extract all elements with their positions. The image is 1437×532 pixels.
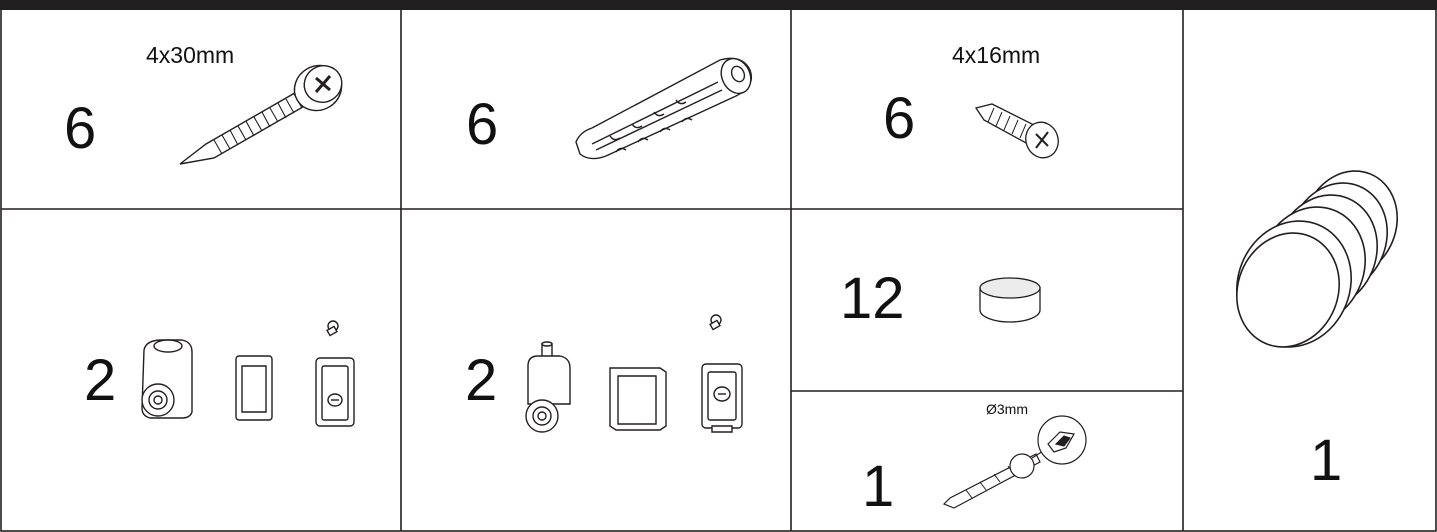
- part-quantity: 2: [84, 352, 116, 410]
- wall-plug-icon: [570, 52, 760, 162]
- part-quantity: 2: [465, 352, 497, 410]
- long-screw-icon: [176, 60, 346, 170]
- part-quantity: 6: [64, 100, 96, 158]
- part-size-label: 4x16mm: [952, 44, 1040, 67]
- short-screw-icon: [972, 98, 1064, 162]
- part-quantity: 12: [840, 270, 905, 328]
- part-quantity: 6: [883, 90, 915, 148]
- drill-bit-icon: [936, 414, 1086, 514]
- roller-set-a-icon: [132, 312, 372, 432]
- knob-handle-icon: [1228, 164, 1408, 368]
- part-quantity: 1: [862, 458, 894, 516]
- part-quantity: 6: [466, 96, 498, 154]
- roller-set-b-icon: [516, 306, 766, 436]
- bumper-pad-icon: [978, 276, 1042, 324]
- part-quantity: 1: [1310, 432, 1342, 490]
